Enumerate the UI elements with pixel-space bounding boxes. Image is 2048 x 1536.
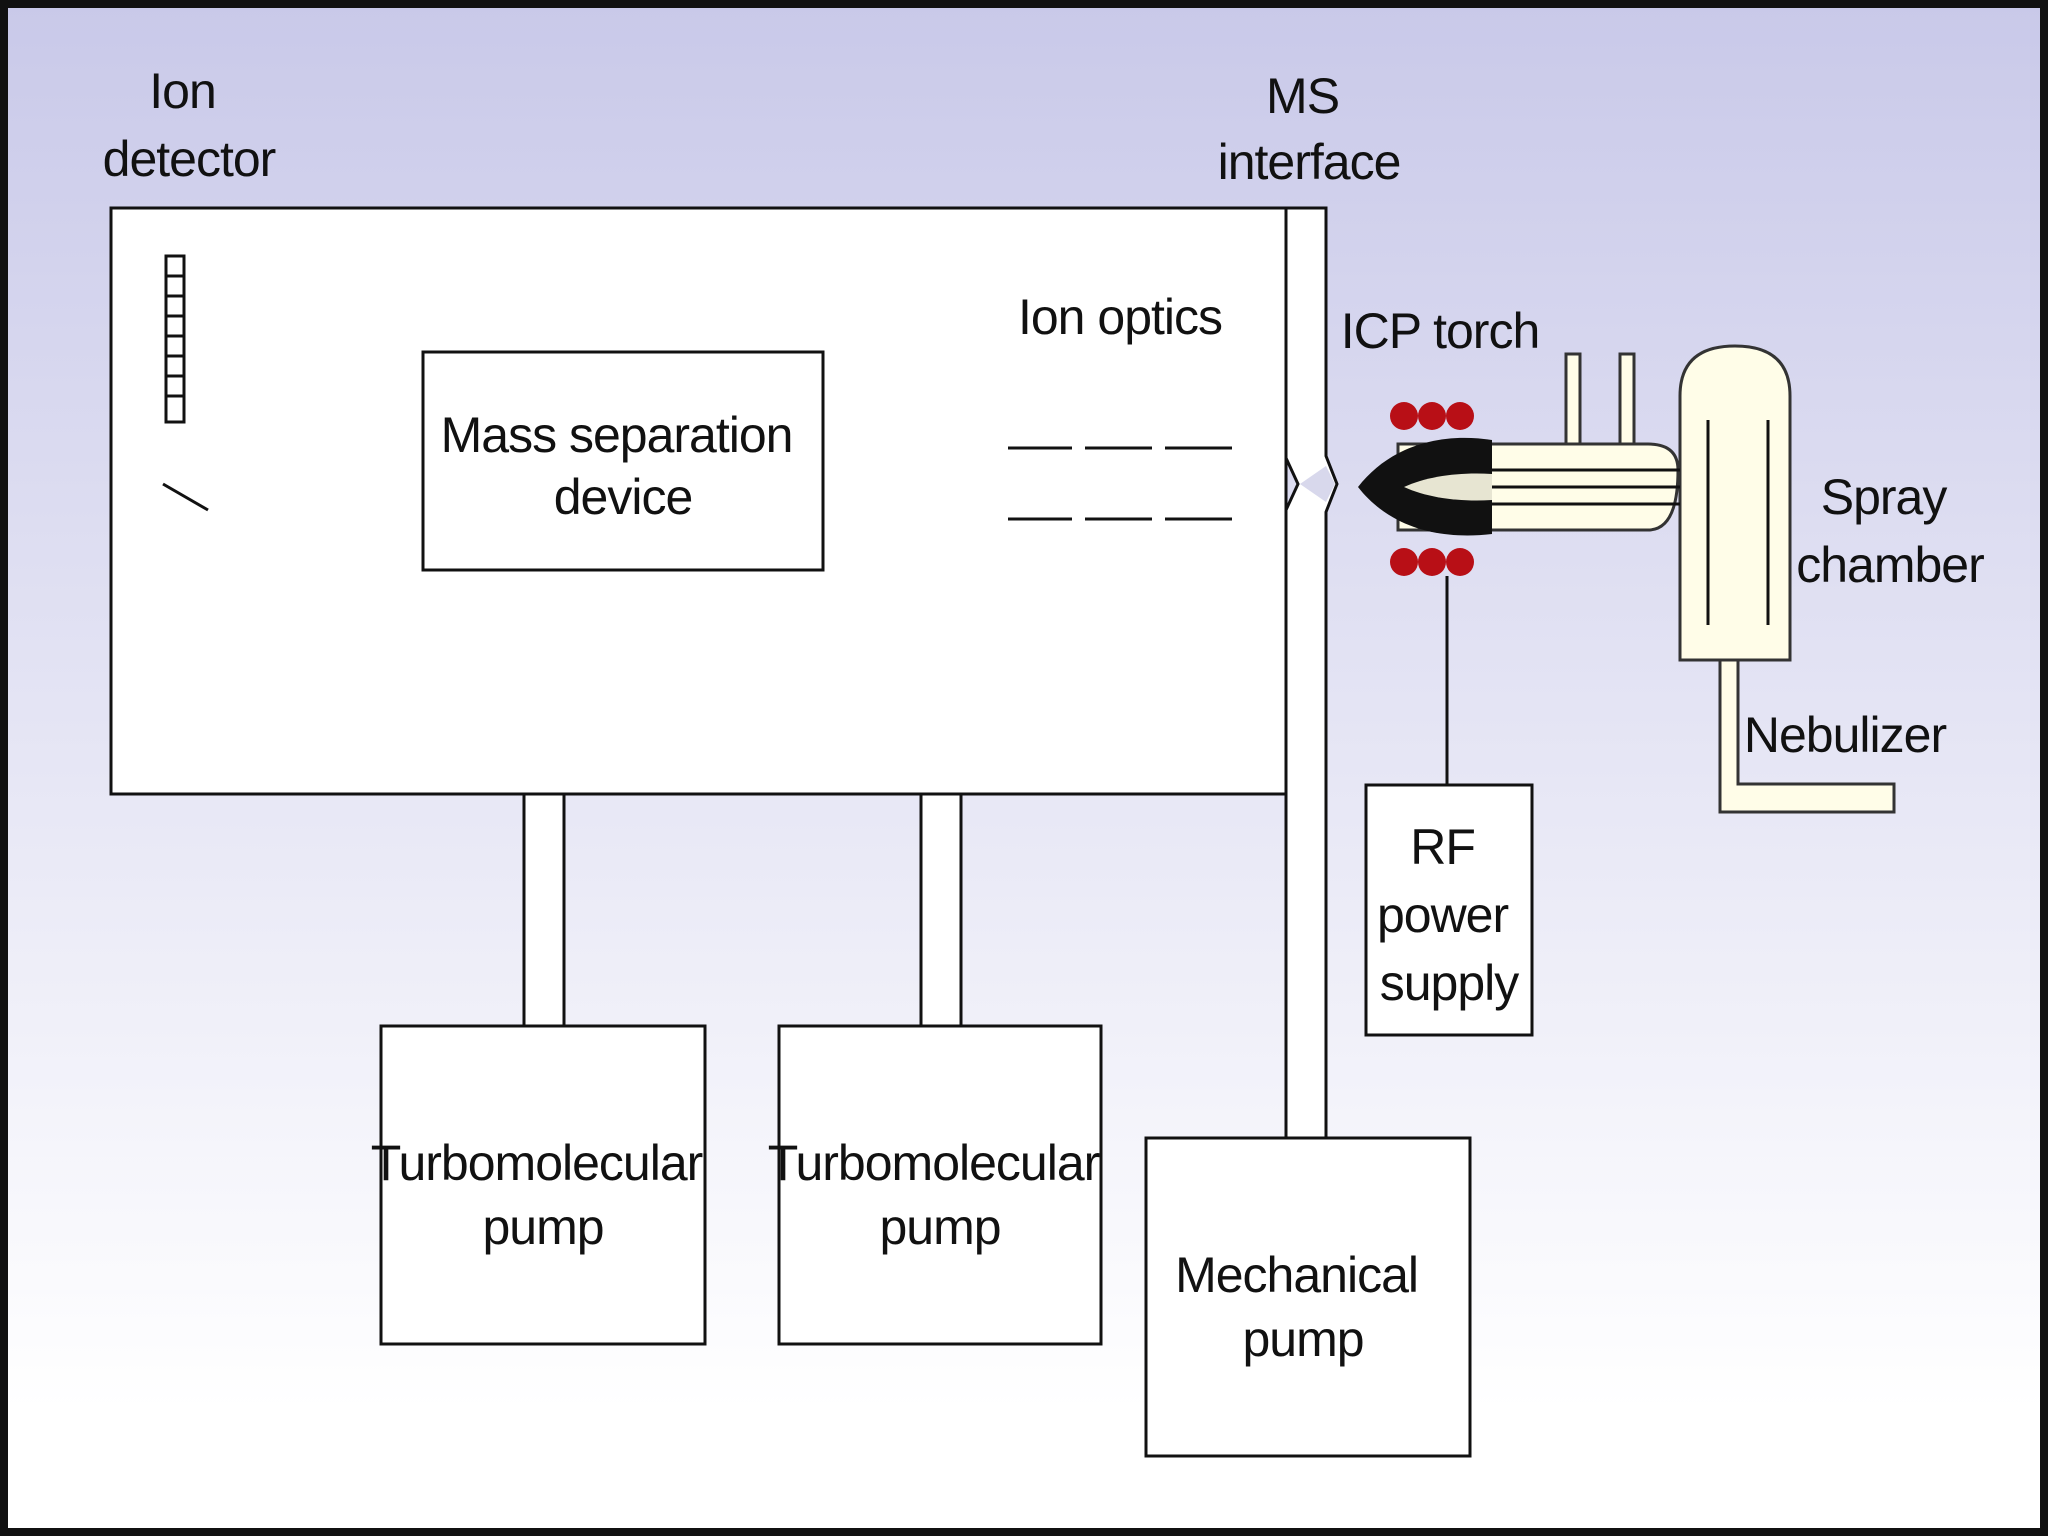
turbo-pump-2-pipe [919, 792, 963, 1030]
turbo-pump-1-pipe [522, 792, 566, 1030]
ms-interface-label: MS interface [1218, 68, 1401, 190]
mechanical-pump-label: Mechanical pump [1175, 1247, 1431, 1367]
rf-power-supply-box [1364, 783, 1534, 1037]
rf-coil [1390, 402, 1474, 576]
mechanical-pump-box [1144, 1136, 1472, 1458]
nebulizer-label: Nebulizer [1744, 707, 1947, 763]
turbo-pump-2-label: Turbomolecular pump [768, 1135, 1112, 1255]
mass-separation-box [421, 350, 825, 572]
ion-optics-label: Ion optics [1018, 289, 1222, 345]
turbo-pump-1-label: Turbomolecular pump [371, 1135, 715, 1255]
turbo-pump-1-box [379, 1024, 707, 1346]
icp-torch-label: ICP torch [1341, 303, 1540, 359]
sampling-cones [1300, 466, 1335, 502]
icp-torch [1358, 352, 1680, 536]
spray-chamber-label: Spray chamber [1796, 469, 1984, 593]
rf-power-supply-label: RF power supply [1377, 819, 1521, 1011]
ion-detector-label: Ion detector [103, 63, 276, 187]
nebulizer [1718, 658, 1896, 814]
spray-chamber [1678, 344, 1792, 662]
ion-detector-icon [162, 254, 209, 512]
ion-optics-lenses [1008, 446, 1232, 521]
turbo-pump-2-box [777, 1024, 1103, 1346]
mass-separation-label: Mass separation device [441, 407, 806, 525]
